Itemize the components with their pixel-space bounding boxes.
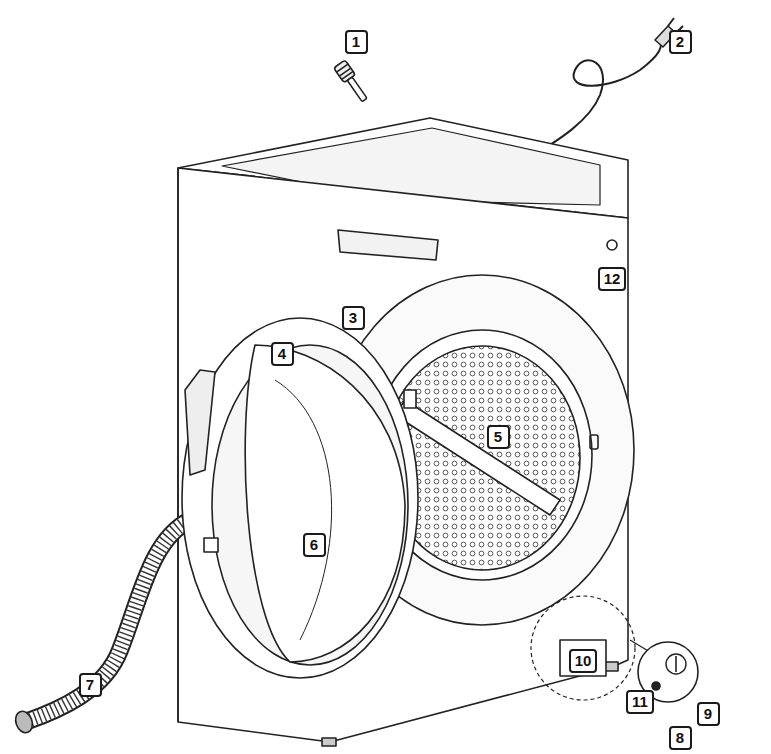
door-hinge <box>404 390 416 408</box>
fitting-part <box>334 60 371 104</box>
latch <box>590 435 598 449</box>
callout-number: 10 <box>569 649 598 673</box>
door-glass <box>245 345 405 662</box>
foot <box>322 738 336 746</box>
callout-number: 5 <box>487 425 510 449</box>
door-frame <box>212 345 408 665</box>
detail-circle <box>531 596 635 700</box>
callout-number: 2 <box>669 30 692 54</box>
drum-baffle <box>395 400 560 515</box>
callout-number: 4 <box>271 342 294 366</box>
callout-number: 7 <box>79 673 102 697</box>
door <box>182 318 418 678</box>
body-edge <box>177 168 179 722</box>
callout-number: 3 <box>342 306 365 330</box>
filter-cover <box>560 640 606 676</box>
callout-number: 6 <box>303 533 326 557</box>
drain-hose <box>25 520 190 722</box>
callout-number: 1 <box>345 30 368 54</box>
machine-body <box>178 168 628 742</box>
hose-end <box>13 709 36 735</box>
button <box>607 240 617 250</box>
drain-cap <box>666 654 686 674</box>
drain-tube <box>652 682 660 690</box>
drawer <box>338 230 438 260</box>
callout-number: 8 <box>669 726 692 750</box>
callout-number: 11 <box>626 690 654 714</box>
door-handle <box>185 370 215 475</box>
door-hinge <box>204 538 218 552</box>
glass-shade <box>275 380 332 640</box>
callout-number: 12 <box>598 267 627 291</box>
cap-slot <box>675 656 677 672</box>
callout-number: 9 <box>697 702 720 726</box>
